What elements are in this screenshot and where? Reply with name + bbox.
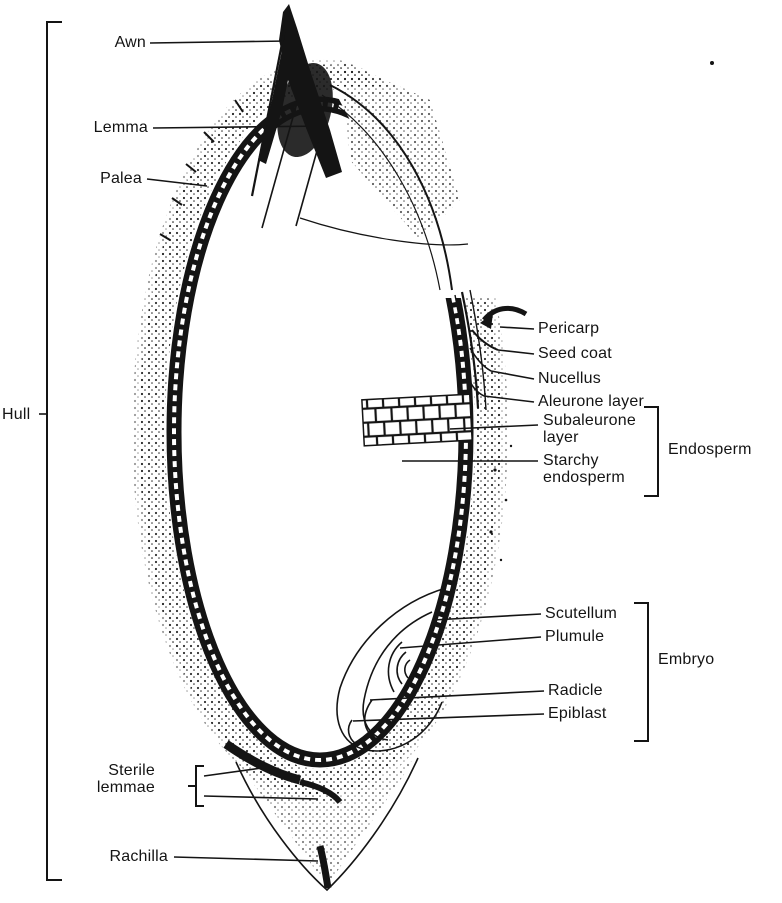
aleurone-cells-inset — [361, 393, 473, 447]
awn-illustration — [250, 4, 460, 240]
speckle-dots — [489, 61, 714, 562]
label-epiblast: Epiblast — [548, 705, 607, 722]
label-sterile-lemmae: Sterile lemmae — [96, 762, 155, 796]
label-plumule: Plumule — [545, 628, 605, 645]
husk-barbs — [159, 99, 244, 241]
leader-lines — [39, 40, 545, 862]
embryo-bracket — [634, 602, 649, 742]
label-lemma: Lemma — [93, 119, 148, 136]
label-embryo: Embryo — [658, 651, 715, 668]
label-awn: Awn — [114, 34, 146, 51]
label-nucellus: Nucellus — [538, 370, 601, 387]
sterile-lemmae-brace — [188, 765, 204, 807]
seed-coat-layers — [454, 289, 528, 411]
label-rachilla: Rachilla — [109, 848, 168, 865]
label-starchy-endosperm: Starchy endosperm — [543, 452, 625, 486]
label-radicle: Radicle — [548, 682, 603, 699]
label-seed-coat: Seed coat — [538, 345, 612, 362]
rachilla-illustration — [235, 757, 419, 892]
label-scutellum: Scutellum — [545, 605, 618, 622]
endosperm-bracket — [644, 406, 659, 497]
label-endosperm: Endosperm — [668, 441, 752, 458]
label-hull: Hull — [2, 406, 31, 423]
label-pericarp: Pericarp — [538, 320, 600, 337]
label-palea: Palea — [100, 170, 142, 187]
label-subaleurone-layer: Subaleurone layer — [543, 412, 636, 446]
hull-bracket — [46, 21, 62, 881]
label-aleurone-layer: Aleurone layer — [538, 393, 644, 410]
